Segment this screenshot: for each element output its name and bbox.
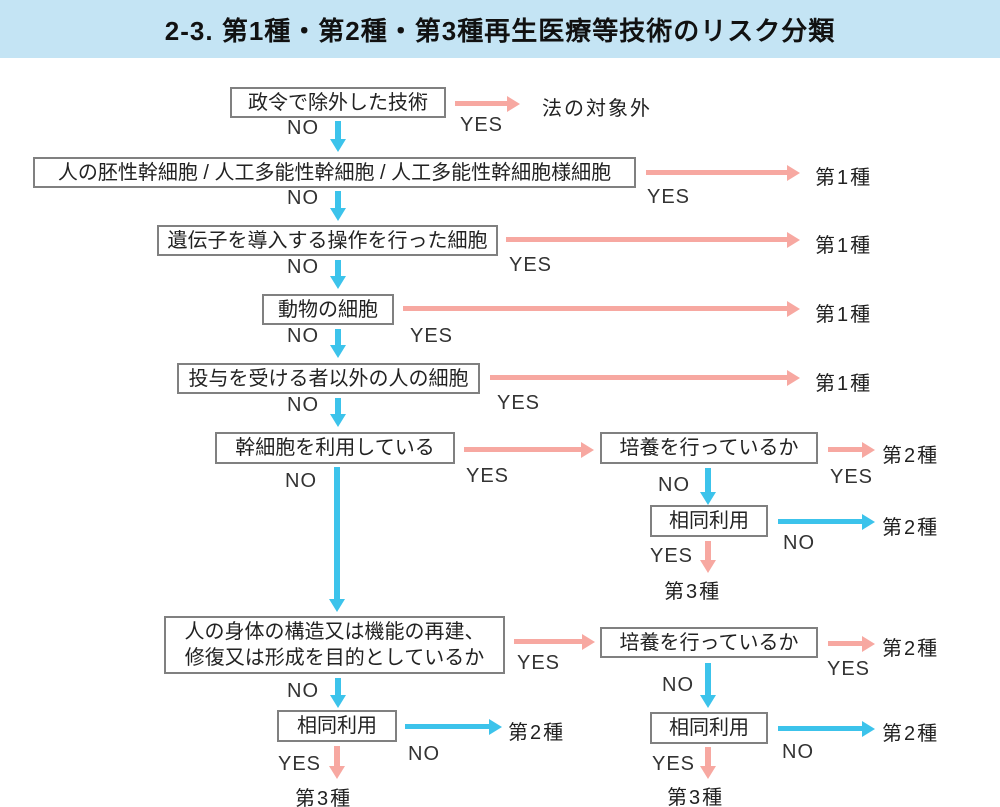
no-label-homologous3: NO (782, 741, 814, 763)
arrow-gene-yes (506, 237, 787, 242)
yes-label-purpose: YES (517, 652, 561, 674)
no-label-animal: NO (287, 325, 319, 347)
yes-label-homologous2: YES (278, 753, 322, 775)
arrow-homologous2-no (405, 724, 489, 729)
yes-label-homologous1: YES (650, 545, 694, 567)
result-class2: 第2種 (882, 638, 940, 660)
node-gene-modified-cells: 遺伝子を導入する操作を行った細胞 (157, 225, 498, 256)
yes-label-culture1: YES (830, 466, 874, 488)
result-out-of-law: 法の対象外 (542, 98, 652, 120)
node-stem-cells: 幹細胞を利用している (215, 432, 455, 464)
yes-label-gene: YES (509, 254, 553, 276)
no-label-stem: NO (285, 470, 317, 492)
result-class3: 第3種 (295, 788, 353, 807)
arrow-homologous3-no (778, 726, 862, 731)
arrow-stem-yes (464, 447, 581, 452)
result-class2: 第2種 (508, 722, 566, 744)
arrow-culture2-no (705, 663, 711, 695)
arrow-culture1-yes (828, 447, 862, 452)
node-culture-question-1: 培養を行っているか (600, 432, 818, 464)
node-culture-question-2: 培養を行っているか (600, 627, 818, 658)
node-excluded-technology: 政令で除外した技術 (230, 87, 446, 118)
arrow-es-ips-yes (646, 170, 787, 175)
arrow-es-ips-no (335, 191, 341, 208)
arrow-purpose-no (335, 678, 341, 695)
node-homologous-use-1: 相同利用 (650, 505, 768, 537)
node-purpose-question: 人の身体の構造又は機能の再建、 修復又は形成を目的としているか (164, 616, 505, 674)
no-label-purpose: NO (287, 680, 319, 702)
arrow-animal-no (335, 329, 341, 345)
arrow-culture1-no (705, 468, 711, 492)
no-label-homologous2: NO (408, 743, 440, 765)
result-class3: 第3種 (667, 787, 725, 807)
arrow-excluded-no (335, 121, 341, 139)
arrow-excluded-yes (455, 101, 507, 106)
arrow-non-recipient-yes (490, 375, 787, 380)
arrow-stem-no (334, 467, 340, 599)
no-label-culture2: NO (662, 674, 694, 696)
no-label-es-ips: NO (287, 187, 319, 209)
yes-label-stem: YES (466, 465, 510, 487)
node-homologous-use-2: 相同利用 (277, 710, 397, 742)
result-class2: 第2種 (882, 445, 940, 467)
no-label-excluded: NO (287, 117, 319, 139)
arrow-homologous1-yes (705, 541, 711, 560)
arrow-non-recipient-no (335, 398, 341, 414)
result-class3: 第3種 (664, 581, 722, 603)
arrow-culture2-yes (828, 641, 862, 646)
arrow-gene-no (335, 260, 341, 276)
arrow-animal-yes (403, 306, 787, 311)
result-class1: 第1種 (815, 235, 873, 257)
arrow-homologous1-no (778, 519, 862, 524)
result-class1: 第1種 (815, 373, 873, 395)
arrow-homologous3-yes (705, 747, 711, 766)
yes-label-excluded: YES (460, 114, 504, 136)
node-homologous-use-3: 相同利用 (650, 712, 768, 744)
no-label-culture1: NO (658, 474, 690, 496)
yes-label-homologous3: YES (652, 753, 696, 775)
yes-label-es-ips: YES (647, 186, 691, 208)
result-class2: 第2種 (882, 517, 940, 539)
result-class1: 第1種 (815, 304, 873, 326)
result-class1: 第1種 (815, 167, 873, 189)
yes-label-animal: YES (410, 325, 454, 347)
no-label-non-recipient: NO (287, 394, 319, 416)
node-non-recipient-cells: 投与を受ける者以外の人の細胞 (177, 363, 480, 394)
yes-label-culture2: YES (827, 658, 871, 680)
arrow-purpose-yes (514, 639, 582, 644)
arrow-homologous2-yes (334, 746, 340, 766)
page-title: 2-3. 第1種・第2種・第3種再生医療等技術のリスク分類 (0, 0, 1000, 58)
no-label-gene: NO (287, 256, 319, 278)
node-es-ips-cells: 人の胚性幹細胞 / 人工多能性幹細胞 / 人工多能性幹細胞様細胞 (33, 157, 636, 188)
yes-label-non-recipient: YES (497, 392, 541, 414)
node-animal-cells: 動物の細胞 (262, 294, 394, 325)
no-label-homologous1: NO (783, 532, 815, 554)
result-class2: 第2種 (882, 723, 940, 745)
